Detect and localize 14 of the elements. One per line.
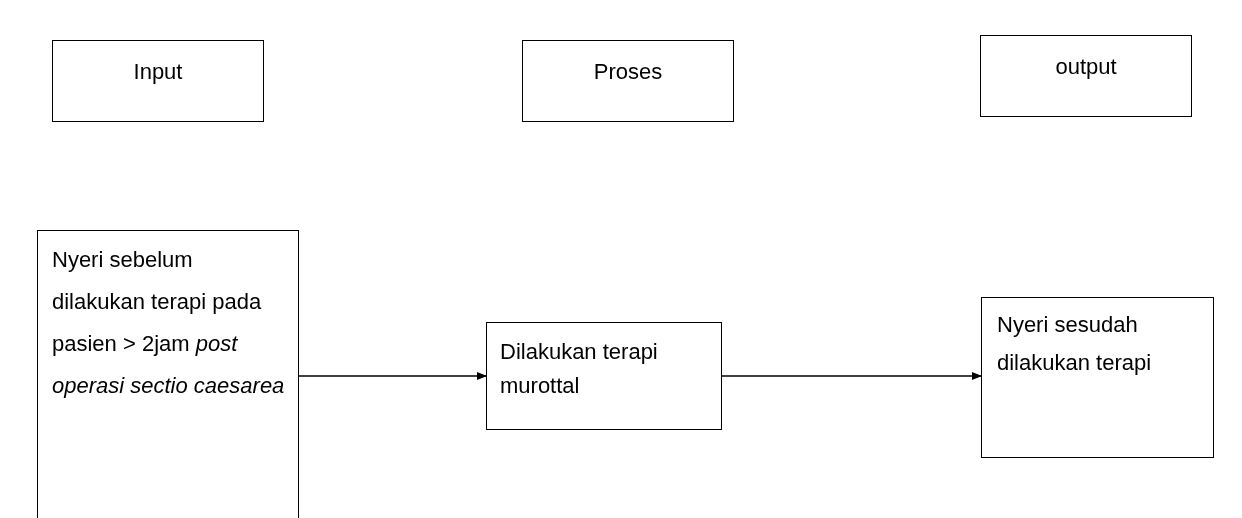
output-box xyxy=(980,35,1192,117)
process-box xyxy=(37,230,299,518)
process-box xyxy=(486,322,722,430)
node-text: Proses xyxy=(592,59,664,85)
node-text: Input xyxy=(132,59,184,85)
arrow xyxy=(721,372,982,380)
process-box xyxy=(981,297,1214,458)
input-box xyxy=(52,40,264,122)
process-box xyxy=(522,40,734,122)
node-text: output xyxy=(1054,54,1118,80)
node-text: Nyeri sesudah dilakukan terapi xyxy=(997,311,1153,377)
arrow xyxy=(298,372,487,380)
node-text: Nyeri sebelum dilakukan terapi pada pasien > 2jam post operasi sectio caesarea xyxy=(52,246,286,400)
node-text: Dilakukan terapi murottal xyxy=(500,338,659,400)
